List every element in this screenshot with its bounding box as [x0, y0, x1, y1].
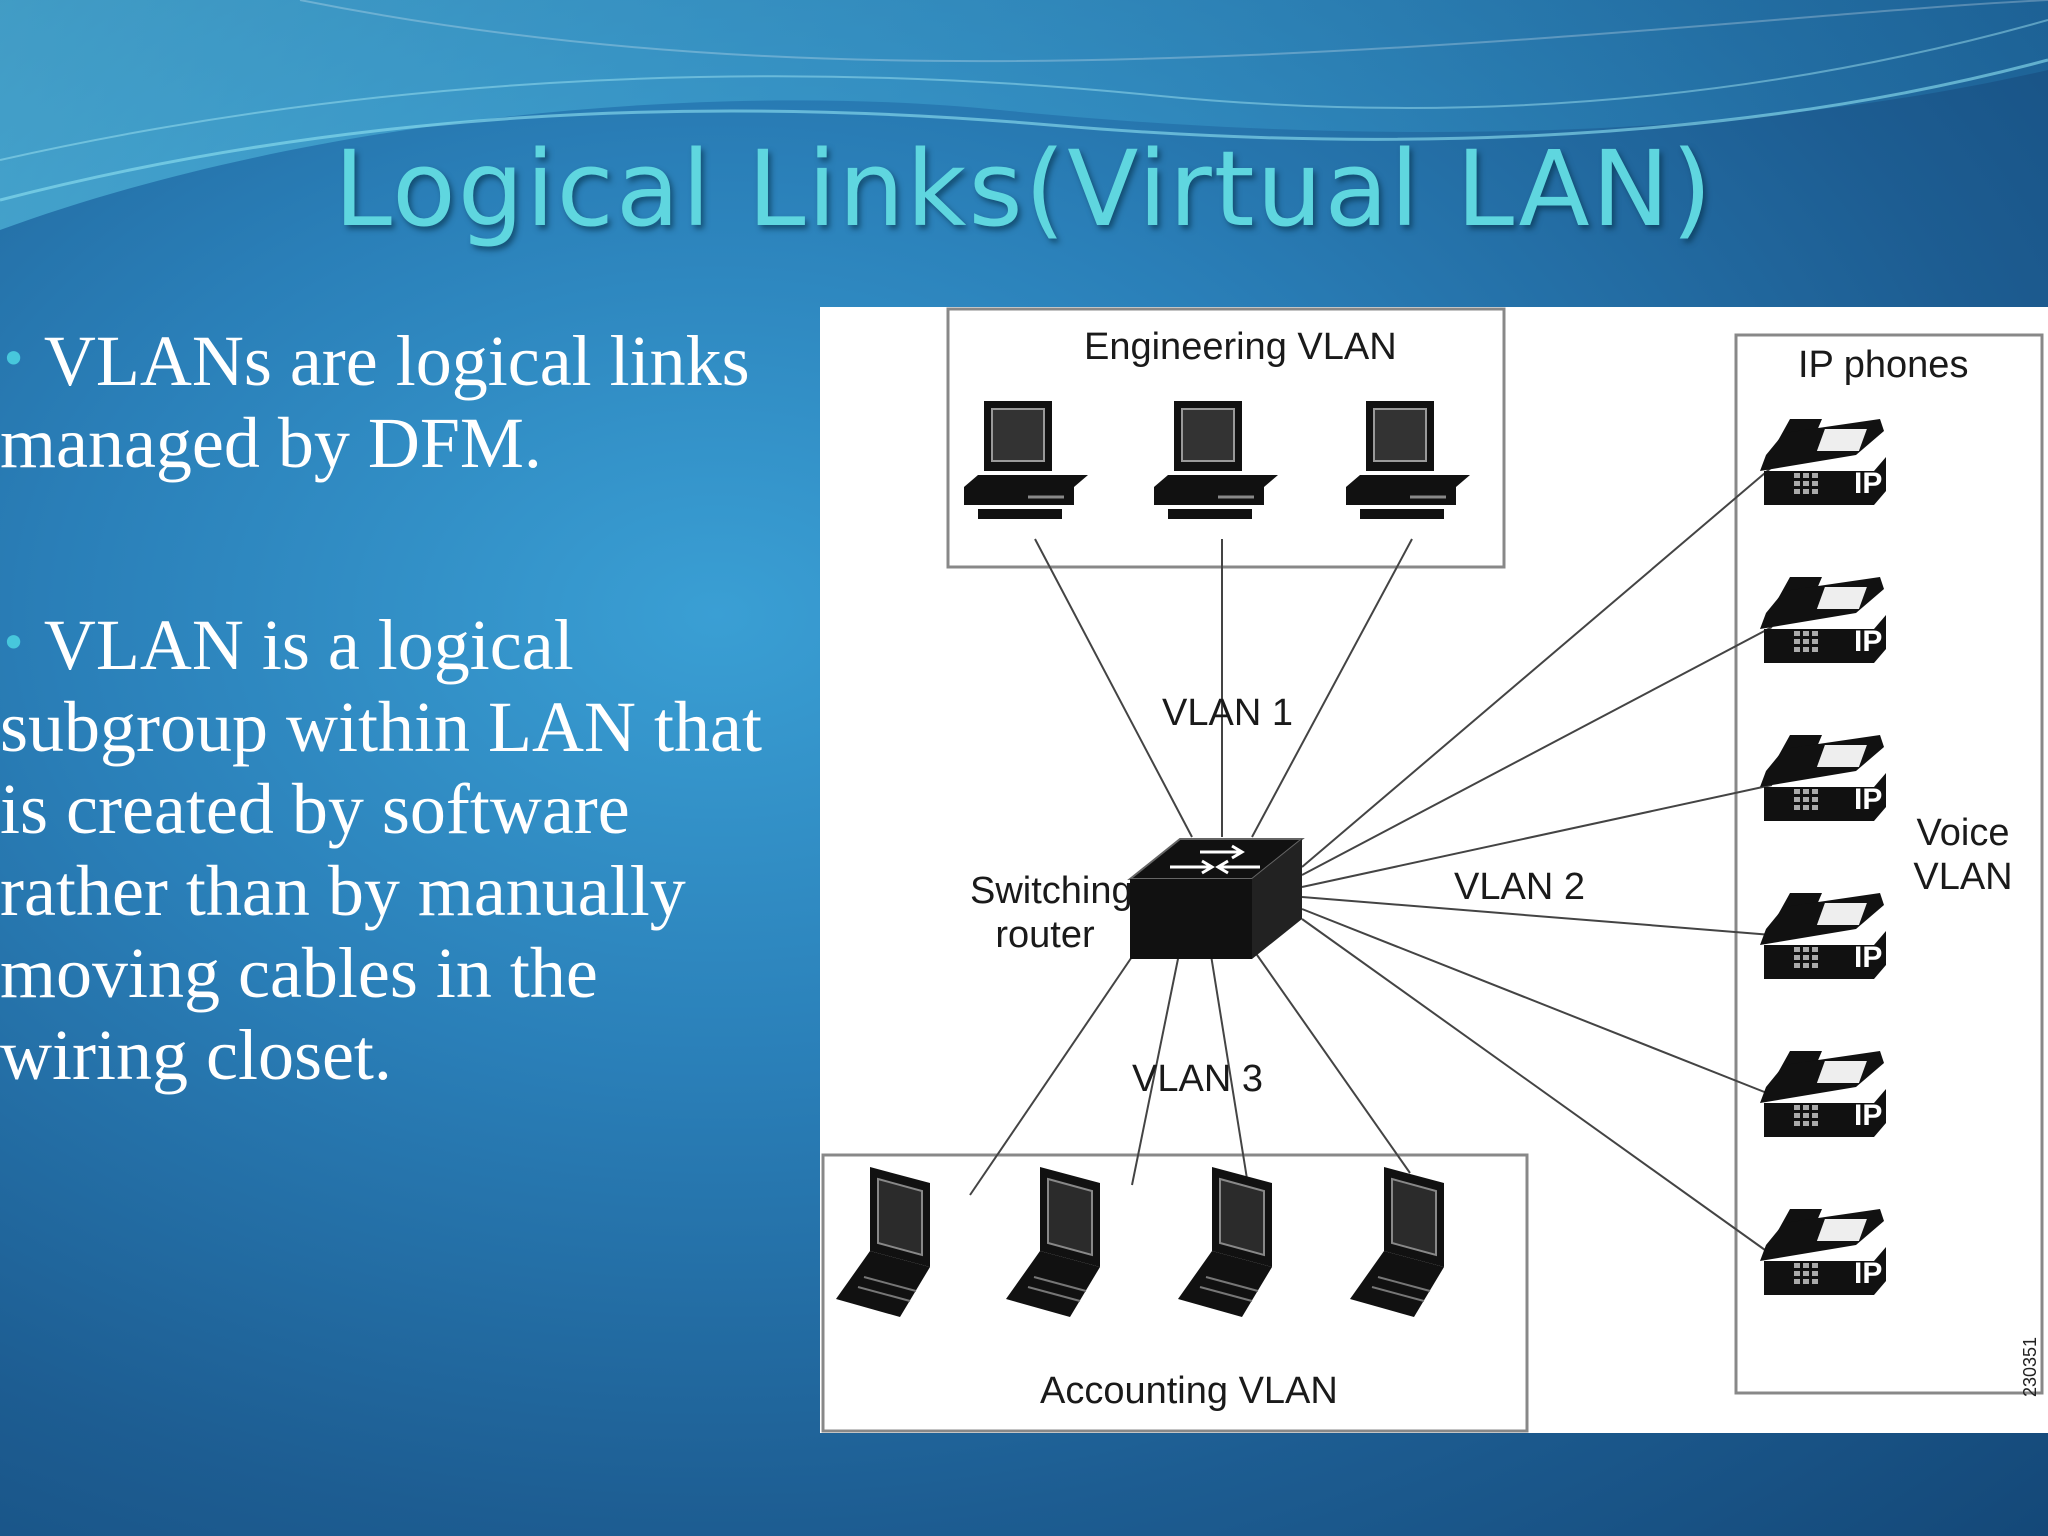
bullet-marker: •	[0, 616, 28, 670]
wave-decoration	[0, 0, 2048, 230]
phone-badge: IP	[1854, 625, 1882, 658]
connection-lines	[969, 466, 1773, 1256]
ip-phones-label: IP phones	[1798, 344, 1969, 386]
figure-code: 230351	[2020, 1336, 2040, 1397]
laptop-icon	[1349, 1166, 1445, 1318]
ip-phones-box	[1734, 333, 2044, 1395]
bullet-marker: •	[0, 332, 28, 386]
vlan-diagram: IP IP IP IP IP IP Engineering VLAN IP ph…	[820, 307, 2048, 1433]
laptop-icon	[1177, 1166, 1273, 1318]
voice-vlan-label: Voice VLAN	[1913, 812, 2013, 898]
switching-router-label: Switching router	[970, 870, 1133, 956]
bullet-item: • VLANs are logical links managed by DFM…	[0, 318, 800, 484]
laptop-icon	[1005, 1166, 1101, 1318]
phone-badges: IP IP IP IP IP IP	[1854, 467, 1882, 1290]
switching-router-icon	[1127, 838, 1305, 959]
phone-badge: IP	[1854, 783, 1882, 816]
slide-title: Logical Links(Virtual LAN)	[334, 128, 1714, 250]
engineering-vlan-label: Engineering VLAN	[1084, 326, 1397, 368]
bullet-item: • VLAN is a logical subgroup within LAN …	[0, 602, 800, 1096]
engineering-vlan-box	[946, 307, 1506, 569]
phone-badge: IP	[1854, 1257, 1882, 1290]
bullet-list: • VLANs are logical links managed by DFM…	[0, 318, 800, 1214]
vlan2-label: VLAN 2	[1454, 866, 1585, 908]
phone-badge: IP	[1854, 941, 1882, 974]
desktop-computer-icon	[962, 399, 1090, 521]
phone-badge: IP	[1854, 467, 1882, 500]
desktop-computer-icon	[1152, 399, 1280, 521]
accounting-vlan-box	[821, 1153, 1529, 1433]
laptop-icon	[835, 1166, 931, 1318]
diagram-canvas: IP IP IP IP IP IP	[821, 307, 2044, 1433]
bullet-text: VLAN is a logical subgroup within LAN th…	[0, 605, 762, 1095]
vlan1-label: VLAN 1	[1162, 692, 1293, 734]
vlan3-label: VLAN 3	[1132, 1058, 1263, 1100]
bullet-text: VLANs are logical links managed by DFM.	[0, 321, 750, 483]
desktop-computer-icon	[1344, 399, 1472, 521]
accounting-vlan-label: Accounting VLAN	[1040, 1370, 1338, 1412]
phone-badge: IP	[1854, 1099, 1882, 1132]
